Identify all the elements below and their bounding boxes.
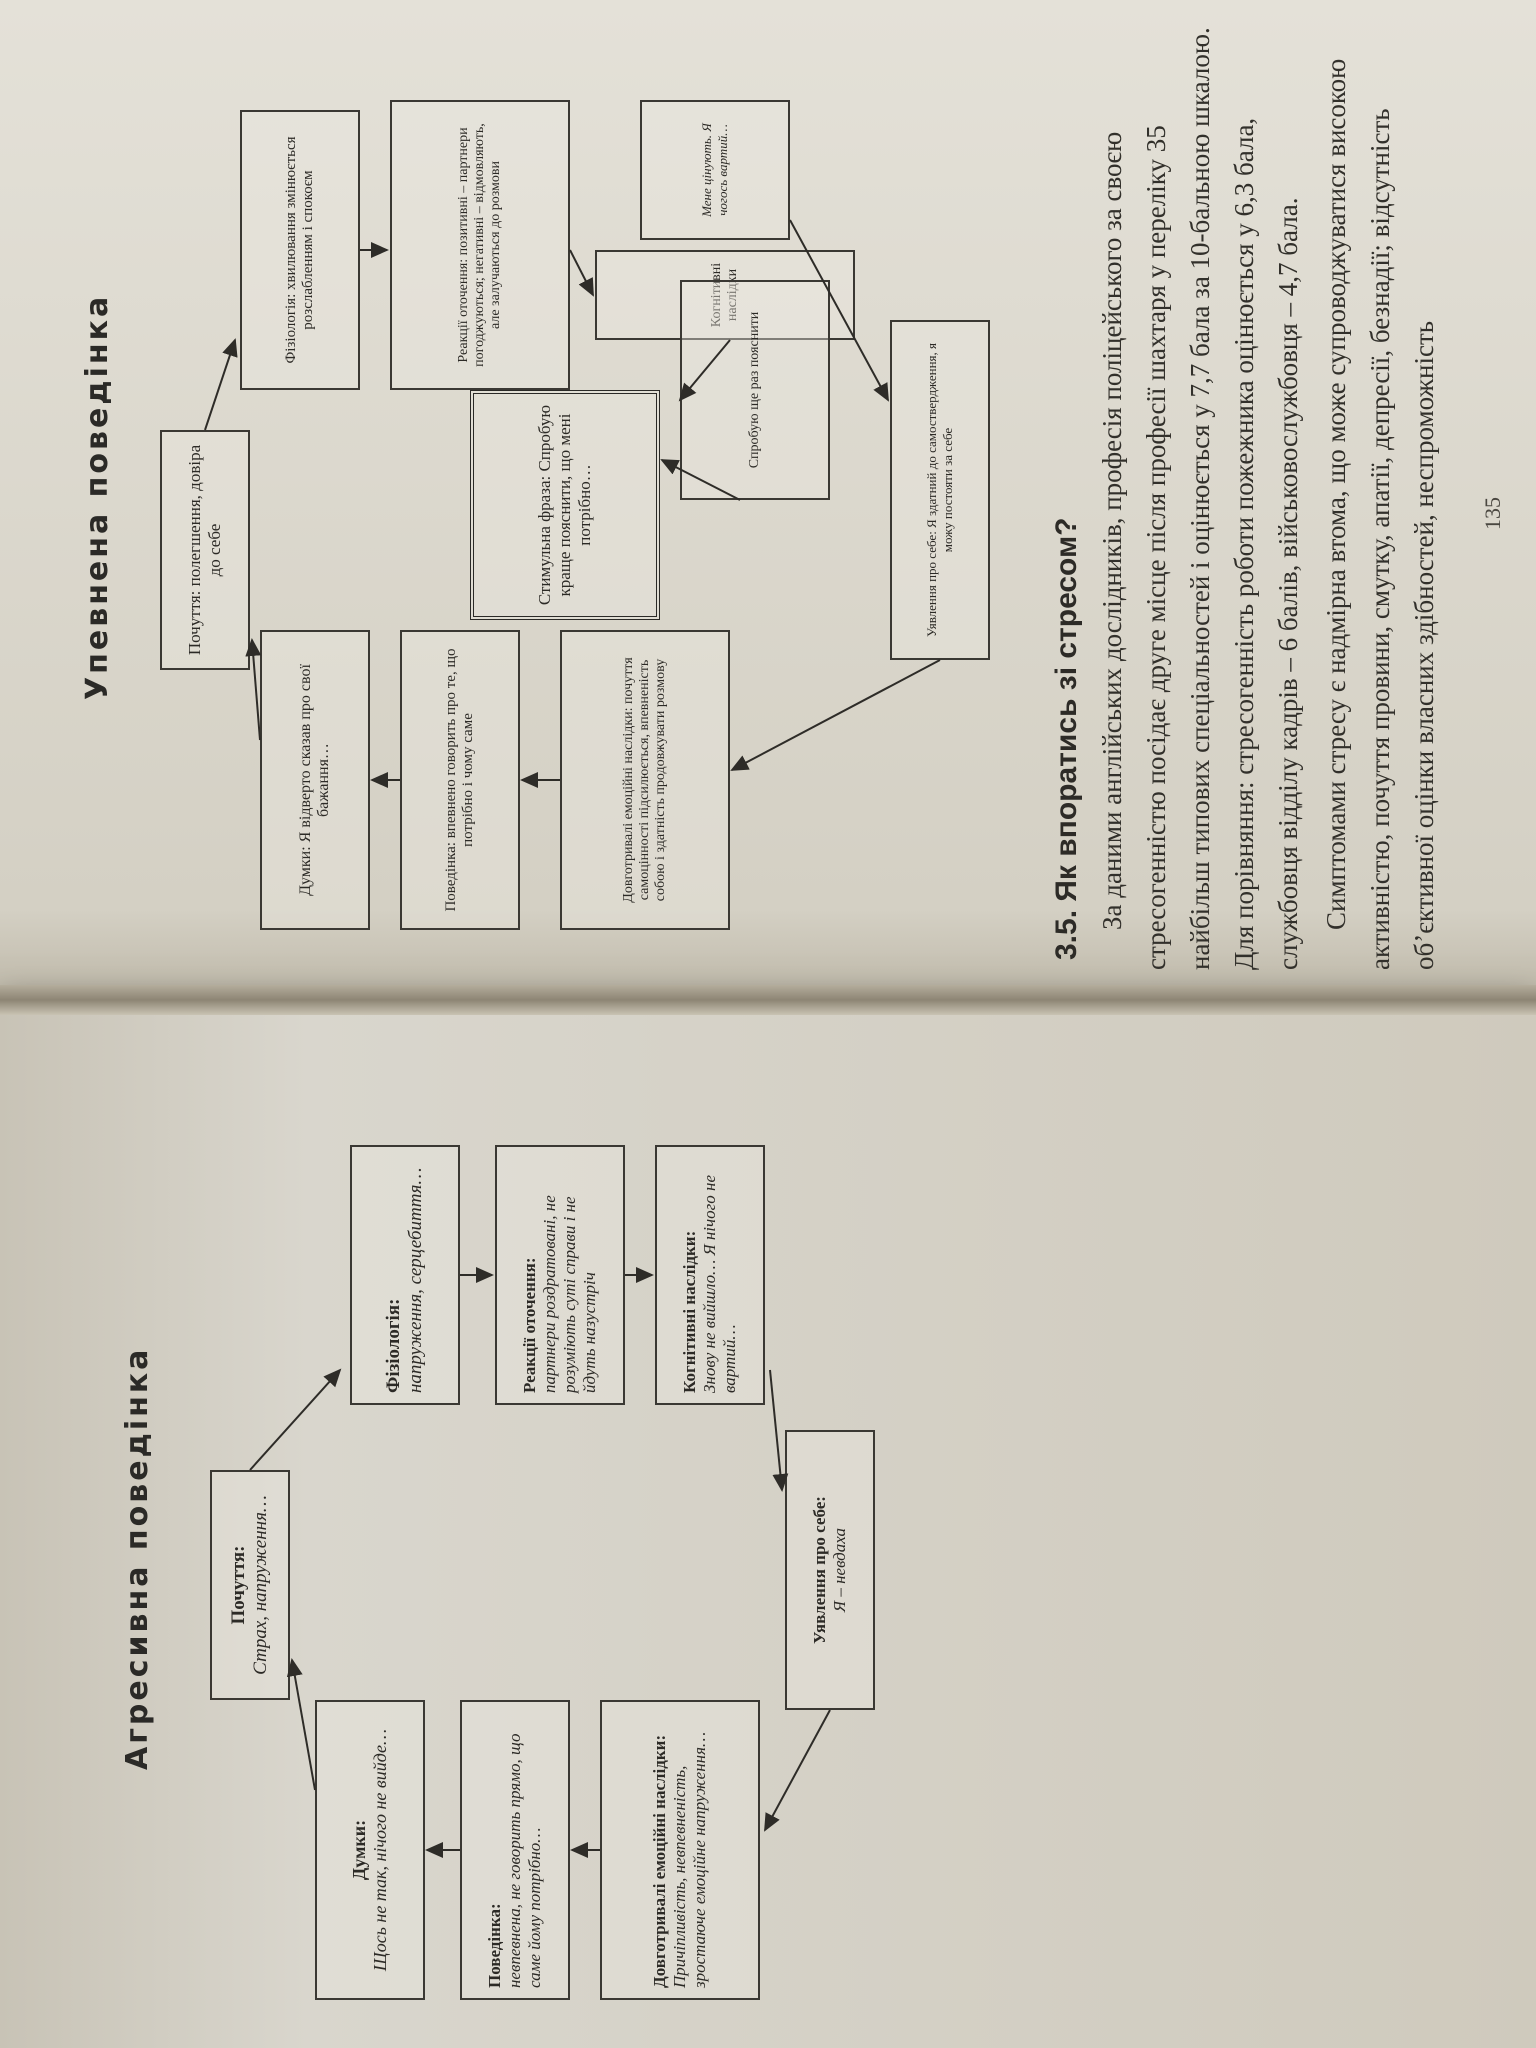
- aggressive-diagram: Агресивна поведінка Почуття: Страх, напр…: [30, 1010, 1030, 2030]
- confident-reactions-text: Реакції оточення: позитивні – партнери п…: [456, 123, 503, 367]
- thoughts-heading: Думки:: [349, 1819, 369, 1881]
- physiology-text: напруження, серцебиття…: [405, 1167, 426, 1393]
- thoughts-box: Думки: Щось не так, нічого не вийде…: [315, 1700, 425, 2000]
- longterm-box: Довготривалі емоційні наслідки: Причіпли…: [600, 1700, 760, 2000]
- physiology-heading: Фізіологія:: [383, 1298, 404, 1393]
- thoughts-text: Щось не так, нічого не вийде…: [370, 1728, 390, 1972]
- confident-page: Упевнена поведінка Почуття: полегшення, …: [40, 0, 1536, 1000]
- confident-tryagain-text: Спробую ще раз пояснити: [747, 311, 762, 469]
- physiology-box: Фізіологія: напруження, серцебиття…: [350, 1145, 460, 1405]
- cognitive-text: Знову не вийшло… Я нічого не вартий…: [700, 1174, 739, 1393]
- confident-physiology-text: Фізіологія: хвилювання змінюється розсла…: [283, 136, 316, 364]
- behavior-heading: Поведінка:: [485, 1903, 504, 1988]
- confident-stimulus-text: Стимульна фраза: Спробую краще пояснити,…: [535, 404, 594, 606]
- confident-reactions-box: Реакції оточення: позитивні – партнери п…: [390, 100, 570, 390]
- confident-feelings-box: Почуття: полегшення, довіра до себе: [160, 430, 250, 670]
- confident-thoughts-box: Думки: Я відверто сказав про свої бажанн…: [260, 630, 370, 930]
- reactions-box: Реакції оточення: партнери роздратовані,…: [495, 1145, 625, 1405]
- confident-notworth-box: Мене цінують. Я чогось вартий…: [640, 100, 790, 240]
- cognitive-box: Когнітивні наслідки: Знову не вийшло… Я …: [655, 1145, 765, 1405]
- aggressive-title: Агресивна поведінка: [120, 1346, 155, 1770]
- arrow-cognitive-self: [769, 1369, 789, 1492]
- longterm-heading: Довготривалі емоційні наслідки:: [650, 1734, 669, 1988]
- confident-notworth-text: Мене цінують. Я чогось вартий…: [699, 123, 730, 217]
- confident-physiology-box: Фізіологія: хвилювання змінюється розсла…: [240, 110, 360, 390]
- self-image-box: Уявлення про себе: Я – невдаха: [785, 1430, 875, 1710]
- paragraph-1: За даними англійських дослідників, профе…: [1097, 27, 1303, 970]
- confident-self-box: Уявлення про себе: Я здатний до самостве…: [890, 320, 990, 660]
- reactions-text: партнери роздратовані, не розуміють суті…: [540, 1195, 599, 1393]
- behavior-box: Поведінка: невпевнена, не говорить прямо…: [460, 1700, 570, 2000]
- confident-behavior-box: Поведінка: впевнено говорить про те, що …: [400, 630, 520, 930]
- feelings-box: Почуття: Страх, напруження…: [210, 1470, 290, 1700]
- left-page: [0, 1000, 1536, 2048]
- confident-tryagain-box: Спробую ще раз пояснити: [680, 280, 830, 500]
- arrow-feelings-physiology: [249, 1368, 342, 1471]
- confident-longterm-box: Довготривалі емоційні наслідки: почуття …: [560, 630, 730, 930]
- page-number: 135: [1480, 497, 1505, 530]
- confident-thoughts-text: Думки: Я відверто сказав про свої бажанн…: [297, 664, 332, 896]
- longterm-text: Причіпливість, невпевненість, зростаюче …: [670, 1731, 709, 1988]
- confident-title: Упевнена поведінка: [80, 293, 115, 700]
- reactions-heading: Реакції оточення:: [520, 1257, 539, 1393]
- confident-stimulus-box: Стимульна фраза: Спробую краще пояснити,…: [470, 390, 660, 620]
- confident-feelings-text: Почуття: полегшення, довіра до себе: [185, 444, 224, 656]
- arrow-self-longterm: [764, 1709, 831, 1832]
- self-text: Я – невдаха: [830, 1527, 849, 1613]
- self-heading: Уявлення про себе:: [810, 1496, 829, 1644]
- body-text: За даними англійських дослідників, профе…: [1090, 10, 1450, 970]
- confident-self-text: Уявлення про себе: Я здатний до самостве…: [924, 342, 955, 638]
- behavior-text: невпевнена, не говорить прямо, що саме й…: [505, 1733, 544, 1988]
- feelings-heading: Почуття:: [228, 1545, 249, 1625]
- cognitive-heading: Когнітивні наслідки:: [680, 1230, 699, 1393]
- section-heading: 3.5. Як впоратись зі стресом?: [1050, 517, 1083, 961]
- feelings-text: Страх, напруження…: [250, 1495, 271, 1675]
- confident-longterm-text: Довготривалі емоційні наслідки: почуття …: [621, 657, 668, 903]
- book-spine: [0, 985, 1536, 1015]
- arrow-thoughts-feelings: [286, 1658, 316, 1791]
- confident-behavior-text: Поведінка: впевнено говорить про те, що …: [443, 648, 476, 912]
- right-page: [0, 0, 1536, 1010]
- paragraph-2: Симптомами стресу є надмірна втома, що м…: [1321, 58, 1439, 970]
